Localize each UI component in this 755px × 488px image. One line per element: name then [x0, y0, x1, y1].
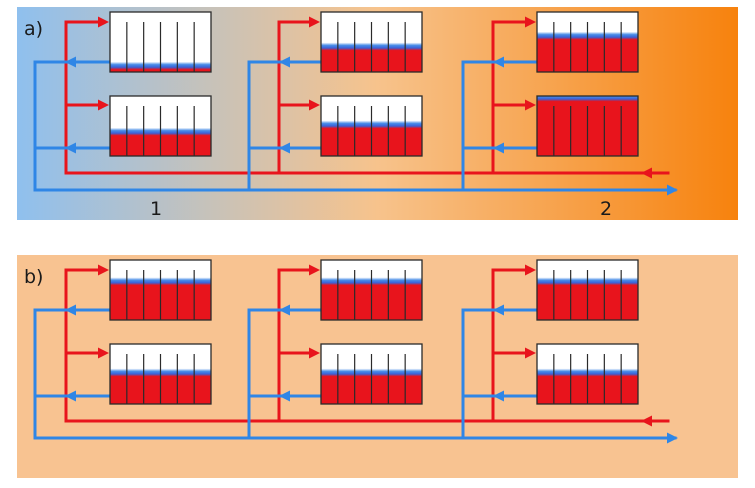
radiator-upper-riser-2: [320, 259, 423, 321]
return-branch-arrow: [279, 304, 290, 316]
return-branch-arrow: [65, 142, 76, 154]
return-branch-arrow: [65, 56, 76, 68]
supply-branch-arrow: [98, 99, 109, 111]
return-branch-arrow: [279, 142, 290, 154]
supply-flow-arrow: [641, 415, 652, 427]
radiator-lower-riser-1: [109, 95, 212, 157]
return-branch-arrow: [279, 390, 290, 402]
return-branch-arrow: [493, 390, 504, 402]
zone-label-2: 2: [600, 198, 612, 220]
supply-branch-arrow: [98, 16, 109, 28]
radiator-upper-riser-3: [536, 259, 639, 321]
radiator-lower-riser-2: [320, 95, 423, 157]
panel-b: b): [17, 255, 738, 478]
return-branch-arrow: [65, 304, 76, 316]
return-flow-arrow: [667, 432, 678, 444]
return-branch-arrow: [493, 56, 504, 68]
supply-branch-arrow: [98, 347, 109, 359]
supply-branch-arrow: [525, 264, 536, 276]
supply-branch-arrow: [98, 264, 109, 276]
return-branch-arrow: [65, 390, 76, 402]
supply-branch-arrow: [525, 16, 536, 28]
panel-a: a) 1 2: [17, 7, 738, 220]
supply-branch-arrow: [309, 347, 320, 359]
radiator-upper-riser-3: [536, 11, 639, 73]
return-branch-arrow: [493, 142, 504, 154]
panel-label: a): [24, 18, 43, 40]
return-branch-arrow: [279, 56, 290, 68]
supply-branch-arrow: [309, 264, 320, 276]
supply-branch-arrow: [525, 347, 536, 359]
supply-branch-arrow: [525, 99, 536, 111]
return-flow-arrow: [667, 184, 678, 196]
radiator-lower-riser-1: [109, 343, 212, 405]
supply-branch-arrow: [309, 16, 320, 28]
radiator-upper-riser-2: [320, 11, 423, 73]
return-branch-arrow: [493, 304, 504, 316]
supply-flow-arrow: [641, 167, 652, 179]
radiator-upper-riser-1: [109, 11, 212, 73]
radiator-lower-riser-2: [320, 343, 423, 405]
radiator-lower-riser-3: [536, 343, 639, 405]
zone-label-1: 1: [150, 198, 162, 220]
radiator-lower-riser-3: [536, 95, 639, 157]
supply-branch-arrow: [309, 99, 320, 111]
radiator-upper-riser-1: [109, 259, 212, 321]
panel-label: b): [24, 266, 43, 288]
